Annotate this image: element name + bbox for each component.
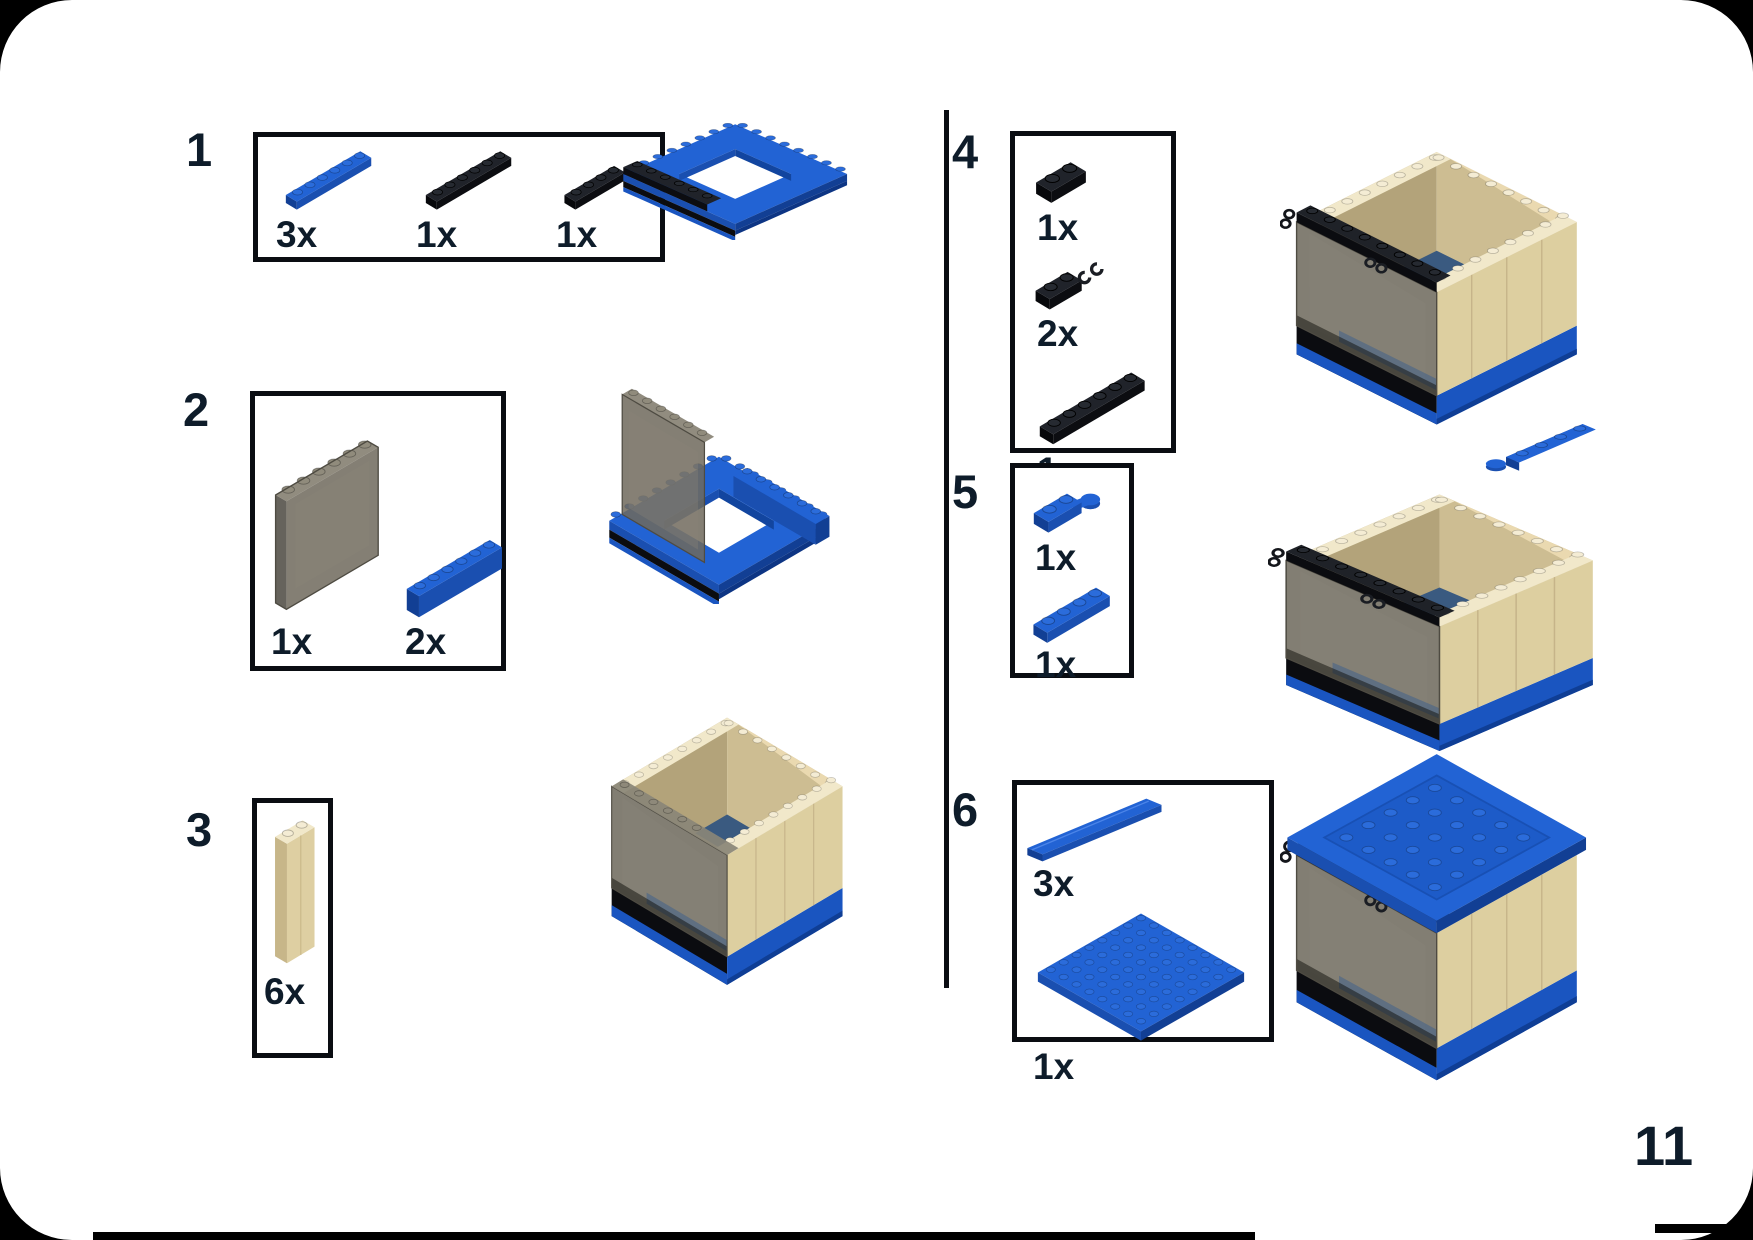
tile-1x6-blue-icon [1026,797,1163,863]
plate-1x6-black-icon [1029,360,1159,450]
brick-1x6-blue-icon [397,540,515,621]
part-count: 2x [1037,313,1079,355]
page-corner-bottom-left [0,1168,72,1240]
bottom-bar [93,1232,1255,1240]
part-count: 1x [271,621,313,662]
part-cell: 1x [548,141,640,253]
step-5-result-image [1268,412,1616,766]
page-corner-top-right [1681,0,1753,72]
step-2-result-image [598,388,830,604]
part-count: 3x [1033,863,1075,904]
part-cell: 1x [408,141,532,253]
column-divider [944,110,949,988]
step-6-number: 6 [952,783,979,836]
step-1-result-image [620,118,852,240]
part-count: 6x [264,971,306,1012]
plate-1x6-blue-icon [268,141,392,214]
plate-1x4-blue-icon [1027,584,1119,645]
part-count: 1x [416,214,458,255]
part-count: 3x [276,214,318,255]
step-4-parts-box: 1x 2x 1x [1010,131,1176,489]
step-3-result-image [598,702,860,1002]
part-count: 2x [405,621,447,662]
step-6-result-image [1280,740,1598,1098]
page-corner-top-left [0,0,72,72]
step-1-number: 1 [186,123,213,176]
step-6-parts-box: 3x 1x [1012,780,1274,1085]
page-corner-bottom-right [1681,1168,1753,1240]
part-cell: 1x [1025,908,1261,1085]
step-2-number: 2 [183,383,210,436]
panel-1x6x5-smoke-icon [263,414,389,621]
part-cell: 1x [263,414,389,660]
part-cell: 1x [1027,478,1117,576]
part-count: 1x [1037,206,1079,248]
plate-1x2-handle-blue-icon [1027,478,1105,537]
part-count: 1x [1035,536,1077,578]
step-4-number: 4 [952,125,979,178]
page-number: 11 [1634,1114,1694,1177]
part-cell: 3x [1025,797,1261,902]
bottom-bar-right [1655,1224,1753,1233]
part-cell: 1x [1029,148,1157,246]
part-cell: 2x [1029,254,1157,352]
plate-1x2-clip-black-icon [1029,254,1109,313]
part-count: 1x [556,214,598,255]
step-5-number: 5 [952,465,979,518]
plate-1x2-black-icon [1029,148,1095,207]
part-count: 1x [1035,644,1077,686]
plate-8x8-blue-icon [1025,908,1257,1046]
part-cell: 1x [1027,584,1119,686]
plate-1x6-black-icon [408,141,532,214]
part-cell: 2x [397,540,515,660]
part-cell: 3x [268,141,392,253]
step-4-result-image [1280,136,1598,442]
step-5-parts-box: 1x 1x [1010,463,1134,683]
brick-1x2x5-tan-icon [264,813,321,971]
step-2-parts-box: 1x 2x [250,391,506,671]
part-count: 1x [1033,1046,1075,1088]
step-3-parts-box: 6x [252,798,333,1058]
step-3-number: 3 [186,803,213,856]
part-cell: 6x [264,813,321,1010]
step-1-parts-box: 3x 1x 1x [253,132,665,262]
